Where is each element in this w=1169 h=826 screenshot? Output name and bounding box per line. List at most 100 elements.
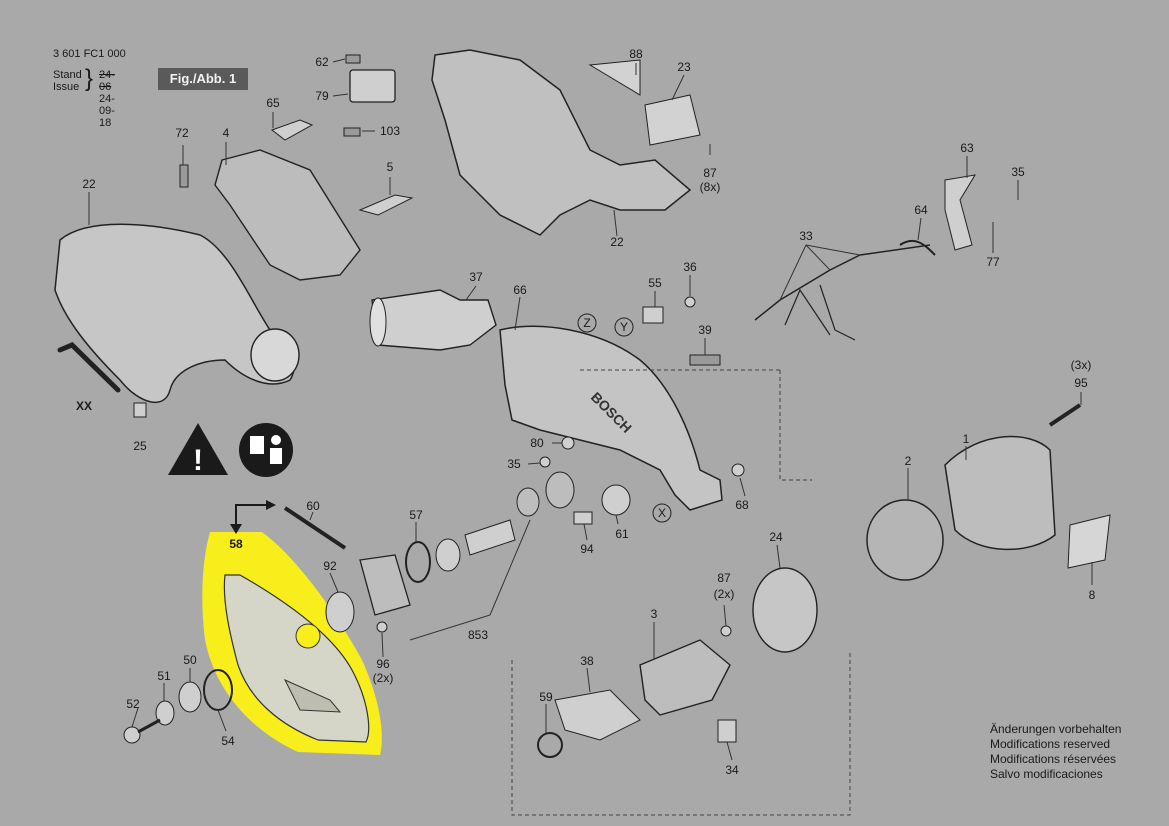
label-part-96-qty: (2x)	[373, 671, 394, 685]
part-88	[588, 59, 641, 96]
label-part-38: 38	[580, 654, 594, 668]
manual-person-body-icon	[270, 448, 282, 464]
part-39	[689, 354, 721, 366]
label-part-87-top-qty: (8x)	[700, 180, 721, 194]
label-part-5: 5	[387, 160, 394, 174]
label-part-51: 51	[157, 669, 171, 683]
stand-label: Stand	[53, 69, 82, 81]
stand-issue-block: Stand Issue } 24-06 24-09-18	[53, 65, 115, 129]
label-part-57: 57	[409, 508, 423, 522]
handle-part	[54, 223, 295, 404]
label-part-37: 37	[469, 270, 483, 284]
part-59-ring	[537, 732, 563, 758]
stator	[866, 499, 944, 581]
label-part-58: 58	[229, 537, 243, 551]
axis-y-marker	[614, 317, 634, 337]
label-part-92: 92	[323, 559, 337, 573]
brace-icon: }	[85, 65, 94, 92]
bearing	[435, 538, 461, 572]
part-38	[554, 689, 641, 741]
blade-guard-hub-hole	[295, 623, 321, 649]
label-part-64: 64	[914, 203, 928, 217]
label-part-853: 853	[468, 628, 488, 642]
label-part-96: 96	[376, 657, 390, 671]
motor-housing	[944, 435, 1056, 551]
part-63	[944, 174, 976, 251]
label-part-95-qty: (3x)	[1071, 358, 1092, 372]
part-25	[133, 402, 147, 418]
part-62	[345, 54, 361, 64]
issue-value: 24-09-18	[99, 93, 115, 129]
part-68	[731, 463, 745, 477]
label-part-4: 4	[223, 126, 230, 140]
notice-line-de: Änderungen vorbehalten	[990, 722, 1122, 736]
part-60-screw	[283, 506, 347, 550]
part-95-screw	[1048, 403, 1082, 427]
label-part-72: 72	[175, 126, 189, 140]
label-part-54: 54	[221, 734, 235, 748]
arrow-head-icon	[266, 500, 276, 510]
linkage-33	[754, 244, 931, 321]
label-part-60: 60	[306, 499, 320, 513]
label-part-35-mid: 35	[507, 457, 521, 471]
label-part-61: 61	[615, 527, 629, 541]
label-part-63: 63	[960, 141, 974, 155]
part-5	[358, 194, 414, 216]
label-part-103: 103	[380, 124, 400, 138]
spindle	[464, 519, 516, 556]
label-part-39: 39	[698, 323, 712, 337]
part-52	[123, 726, 141, 744]
part-35-screw	[539, 456, 551, 468]
label-part-77: 77	[986, 255, 1000, 269]
label-part-94: 94	[580, 542, 594, 556]
armature-3	[639, 639, 731, 716]
notice-line-fr: Modifications réservées	[990, 752, 1117, 766]
label-part-36: 36	[683, 260, 697, 274]
part-51	[155, 700, 175, 726]
axis-z-label: Z	[583, 316, 590, 330]
label-part-52: 52	[126, 697, 140, 711]
part-72	[179, 164, 189, 188]
part-36	[684, 296, 696, 308]
notice-line-en: Modifications reserved	[990, 737, 1111, 751]
blade-guard-slot	[283, 678, 342, 713]
label-part-87-mid: 87	[717, 571, 731, 585]
part-37	[371, 289, 497, 351]
label-part-1: 1	[963, 432, 970, 446]
label-part-87-top: 87	[703, 166, 717, 180]
label-part-80: 80	[530, 436, 544, 450]
label-part-3: 3	[651, 607, 658, 621]
label-part-55: 55	[648, 276, 662, 290]
part-34	[717, 719, 737, 743]
label-part-2: 2	[905, 454, 912, 468]
gear-small	[516, 487, 540, 517]
label-part-25: 25	[133, 439, 147, 453]
axis-y-label: Y	[620, 320, 628, 334]
part-92	[325, 591, 355, 633]
allen-key	[57, 342, 121, 393]
label-part-95: 95	[1074, 376, 1088, 390]
label-part-35-top: 35	[1011, 165, 1025, 179]
handle-wheel	[250, 328, 300, 382]
label-part-62: 62	[315, 55, 329, 69]
axis-z-marker	[577, 313, 597, 333]
manual-book-icon	[250, 436, 264, 454]
warning-triangle-icon	[168, 423, 228, 475]
modifications-notice: Änderungen vorbehalten Modifications res…	[990, 722, 1121, 782]
arrow-head-icon	[230, 524, 242, 534]
notice-line-es: Salvo modificaciones	[990, 767, 1103, 781]
part-80	[561, 436, 575, 450]
wire-part	[784, 284, 856, 341]
part-23	[644, 94, 701, 146]
part-8	[1067, 514, 1111, 569]
label-part-xx: XX	[76, 399, 92, 413]
label-part-68: 68	[735, 498, 749, 512]
document-number: 3 601 FC1 000	[53, 48, 126, 60]
part-65	[270, 119, 314, 141]
gear-large	[545, 471, 575, 509]
leader-lines	[88, 58, 1093, 761]
label-part-79: 79	[315, 89, 329, 103]
label-part-50: 50	[183, 653, 197, 667]
manual-person-icon	[271, 435, 281, 445]
label-part-22-housing: 22	[610, 235, 624, 249]
